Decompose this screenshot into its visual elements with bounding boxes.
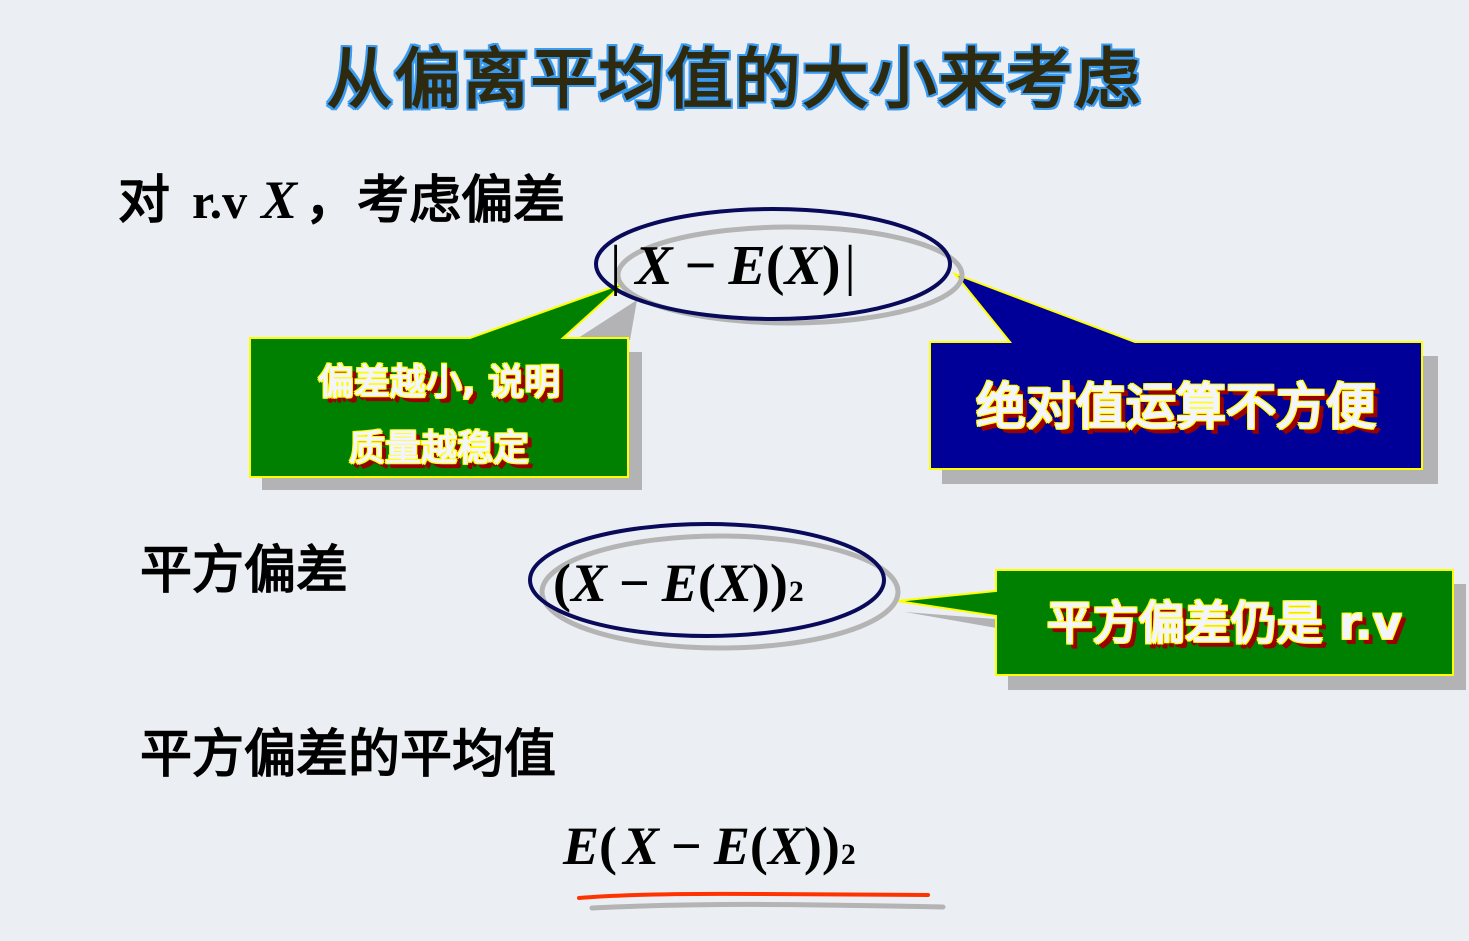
formula-x: X [715,553,752,613]
formula-paren-close: ) [821,235,841,297]
formula-x: X [767,816,804,876]
formula-e: E [728,235,766,297]
callout-line: 偏差越小, 说明 [317,362,561,403]
formula-exponent: 2 [840,839,856,871]
formula-paren-open: ( [599,816,618,876]
highlight-ellipse-square [528,522,886,638]
formula-e: E [563,816,600,876]
line1-suffix: ，考虑偏差 [305,171,566,231]
formula-minus: − [619,553,650,613]
formula-x: X [570,553,608,613]
red-underline [577,891,930,900]
formula-exponent: 2 [788,576,804,608]
formula-paren-open: ( [697,553,716,613]
ellipse-shadow [539,533,901,651]
formula-paren-open: ( [765,235,785,297]
callout-green-2-shape [896,569,1466,690]
formula-mean-square-deviation: E ( X − E ( X )) 2 [563,815,856,877]
rv-label: r.v [192,173,248,229]
formula-x: X [784,235,822,297]
variable-x: X [261,170,298,230]
ellipse-shadow [615,224,965,326]
formula-paren-close: )) [803,816,840,876]
line-consider-deviation: 对 r.v X ，考虑偏差 [118,158,565,233]
formula-paren-open: ( [553,553,571,613]
formula-abs-deviation: | X − E ( X ) | [610,234,856,298]
formula-paren-open: ( [749,816,768,876]
callout-blue: 绝对值运算不方便 [976,378,1376,436]
abs-bar-left: | [610,235,622,297]
abs-bar-right: | [844,235,856,297]
formula-e: E [661,553,698,613]
callout-line: 质量越稳定 [348,428,529,469]
formula-square-deviation: ( X − E ( X )) 2 [553,552,804,614]
formula-minus: − [671,816,702,876]
formula-x: X [623,816,660,876]
line1-prefix: 对 [118,171,171,231]
callout-green-2: 平方偏差仍是 r.v [1046,596,1403,650]
underline-shadow [589,901,946,911]
callout-green-1-shape [249,282,642,490]
formula-minus: − [684,235,717,297]
callout-blue-shape [929,271,1438,484]
label-square-deviation: 平方偏差 [140,541,349,601]
slide-title: 从偏离平均值的大小来考虑 [326,41,1143,118]
label-mean-square-deviation: 平方偏差的平均值 [140,725,557,785]
highlight-ellipse-abs [594,207,952,321]
formula-e: E [713,816,750,876]
callout-green-1: 偏差越小, 说明 质量越稳定 [250,350,628,482]
formula-x: X [635,235,673,297]
formula-paren-close: )) [751,553,788,613]
